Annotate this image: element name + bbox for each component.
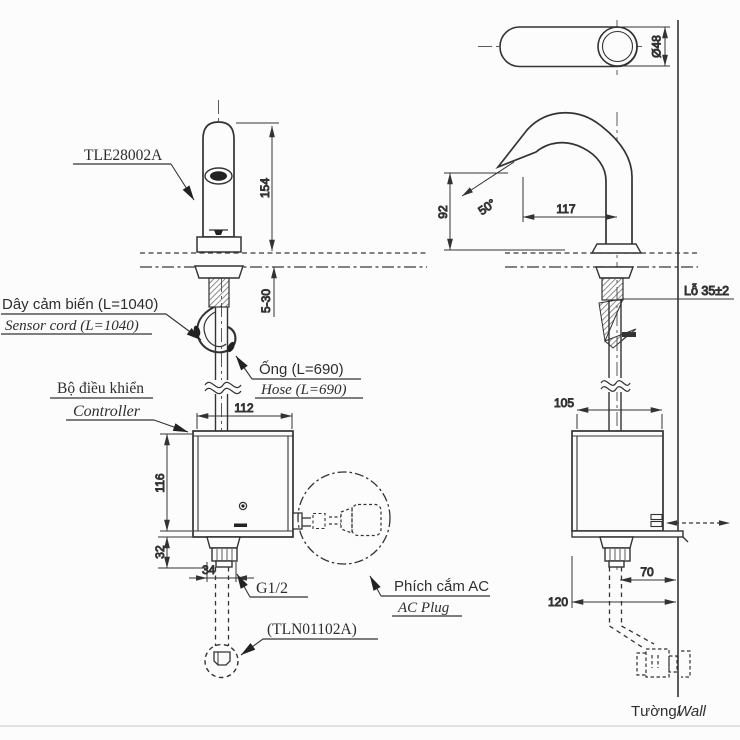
dim-105: 105 — [554, 396, 574, 410]
dim-spout-height: 154 — [236, 122, 279, 252]
drain-model-text: (TLN01102A) — [267, 621, 357, 638]
hose-vi-text: Ống (L=690) — [259, 360, 344, 378]
dim-controller-height: 116 — [153, 433, 192, 532]
side-base — [595, 266, 634, 279]
callout-wall: Tường/ Wall — [631, 703, 707, 720]
sensor-cord-vi-text: Dây cảm biến (L=1040) — [2, 296, 158, 313]
callout-controller: Bộ điều khiển Controller — [50, 380, 189, 433]
dim-70: 70 — [640, 565, 654, 579]
dim-32: 32 — [153, 545, 167, 559]
side-view — [495, 26, 730, 678]
controller-en-text: Controller — [73, 403, 141, 420]
dim-116: 116 — [153, 473, 167, 492]
controller-vi-text: Bộ điều khiển — [57, 380, 144, 397]
front-base — [194, 265, 244, 279]
dim-spout-diameter: Ø48 — [622, 26, 670, 67]
callout-ac-plug: Phích cắm AC AC Plug — [369, 575, 490, 617]
side-spout-body — [495, 112, 633, 246]
wall-vi-text: Tường/ — [631, 703, 682, 720]
controller-box-side — [571, 430, 664, 532]
sensor-cord-loop — [196, 306, 237, 354]
ac-plug-en-text: AC Plug — [397, 600, 450, 616]
thread-text: G1/2 — [256, 580, 288, 597]
dim-deck-thickness: 5-30 — [259, 266, 277, 317]
callout-hose: Ống (L=690) Hose (L=690) — [235, 355, 363, 399]
callout-sensor-cord: Dây cảm biến (L=1040) Sensor cord (L=104… — [1, 296, 202, 341]
note-hole: Lỗ 35±2 — [622, 283, 734, 300]
drain-fitting — [204, 643, 239, 679]
dim-92: 92 — [436, 205, 450, 219]
dim-50deg: 50° — [476, 196, 499, 218]
hole-note-text: Lỗ 35±2 — [684, 283, 729, 298]
ac-plug-vi-text: Phích cắm AC — [394, 578, 489, 595]
callout-thread: G1/2 — [236, 573, 308, 598]
ac-plug-detail — [297, 471, 391, 565]
dim-controller-depth: 105 — [553, 396, 663, 429]
dim-117: 117 — [556, 202, 575, 216]
dim-spout-reach: 117 — [522, 177, 618, 222]
dim-112: 112 — [234, 401, 253, 415]
controller-slot — [234, 523, 247, 527]
dim-spout-angle: 50° — [461, 161, 515, 218]
dim-diameter: Ø48 — [650, 35, 664, 58]
hose-en-text: Hose (L=690) — [260, 382, 347, 398]
front-deck-flange — [196, 236, 242, 253]
dim-controller-width: 112 — [196, 401, 293, 429]
front-shank — [208, 277, 230, 308]
callouts: TLE28002A Dây cảm biến (L=1040) Sensor c… — [1, 147, 707, 720]
sensor-eye — [210, 171, 227, 181]
dim-34: 34 — [202, 563, 216, 577]
dimensions: 154 5-30 112 116 32 — [153, 26, 734, 610]
callout-drain-model: (TLN01102A) — [240, 621, 378, 656]
dim-shank-length: 32 — [153, 536, 208, 569]
front-view — [192, 121, 326, 679]
dim-120: 120 — [548, 595, 568, 609]
callout-faucet-model: TLE28002A — [73, 147, 195, 201]
dim-154: 154 — [258, 178, 272, 198]
dim-outlet-offset: 70 — [619, 565, 677, 583]
wall-en-text: Wall — [677, 703, 707, 720]
side-deck-flange — [590, 243, 643, 254]
mounting-plate — [571, 530, 684, 538]
deck-lines — [140, 252, 698, 268]
dim-wall-distance: 120 — [547, 556, 677, 610]
side-shank — [601, 277, 624, 301]
dim-tip-height: 92 — [436, 172, 565, 251]
controller-box-front — [192, 430, 294, 538]
wall-outlet — [636, 648, 691, 678]
sensor-cord-en-text: Sensor cord (L=1040) — [5, 318, 139, 334]
dim-5-30: 5-30 — [259, 289, 273, 313]
faucet-model-text: TLE28002A — [84, 147, 163, 164]
top-view-spout — [499, 26, 638, 68]
